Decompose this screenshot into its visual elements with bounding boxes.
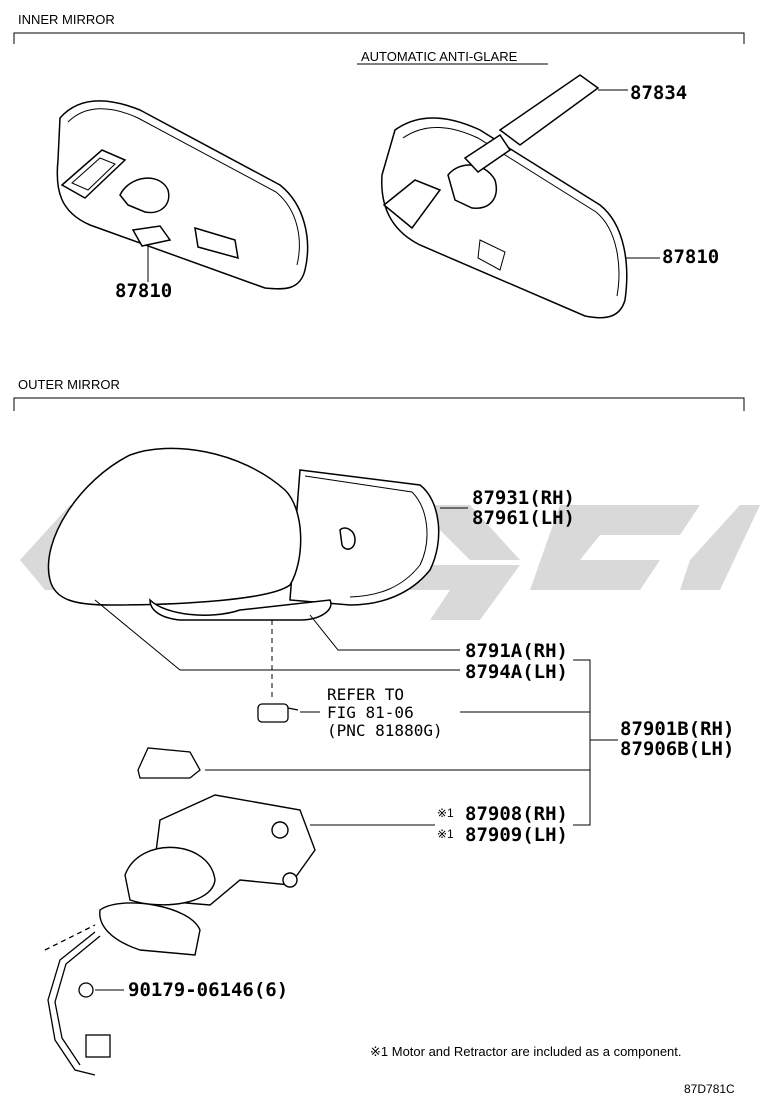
part-87834[interactable]: 87834	[630, 82, 688, 104]
motor-mark-1: ※1	[437, 806, 454, 820]
part-87961[interactable]: 87961(LH)	[472, 507, 575, 529]
refer-line-2[interactable]: FIG 81-06	[327, 703, 414, 722]
wire-harness	[44, 924, 111, 1076]
section-outer-mirror: OUTER MIRROR	[18, 377, 120, 392]
refer-line-1: REFER TO	[327, 685, 405, 704]
refer-line-3: (PNC 81880G)	[327, 721, 443, 740]
anti-glare-label: AUTOMATIC ANTI-GLARE	[361, 49, 518, 64]
part-8791A[interactable]: 8791A(RH)	[465, 640, 568, 662]
figure-code: 87D781C	[684, 1082, 735, 1096]
inner-mirror-right	[381, 74, 628, 319]
bulb	[257, 703, 299, 723]
part-87908[interactable]: 87908(RH)	[465, 803, 568, 825]
part-87810-left[interactable]: 87810	[115, 280, 173, 302]
part-87810-right[interactable]: 87810	[662, 246, 720, 268]
section-inner-mirror: INNER MIRROR	[18, 12, 115, 27]
inner-bracket	[13, 32, 745, 44]
screw-90179	[78, 982, 94, 998]
part-87931[interactable]: 87931(RH)	[472, 487, 575, 509]
outer-bracket	[13, 397, 745, 411]
part-87901B[interactable]: 87901B(RH)	[620, 718, 735, 740]
part-87906B[interactable]: 87906B(LH)	[620, 738, 735, 760]
motor-retractor	[99, 794, 316, 956]
motor-mark-2: ※1	[437, 827, 454, 841]
inner-mirror-left	[56, 100, 309, 290]
part-87909[interactable]: 87909(LH)	[465, 824, 568, 846]
part-8794A[interactable]: 8794A(LH)	[465, 661, 568, 683]
footnote: ※1 Motor and Retractor are included as a…	[370, 1044, 682, 1059]
part-90179[interactable]: 90179-06146(6)	[128, 979, 289, 1001]
outer-mirror-leaders	[94, 507, 618, 991]
cover-part	[137, 747, 201, 779]
outer-mirror-housing	[47, 447, 440, 621]
